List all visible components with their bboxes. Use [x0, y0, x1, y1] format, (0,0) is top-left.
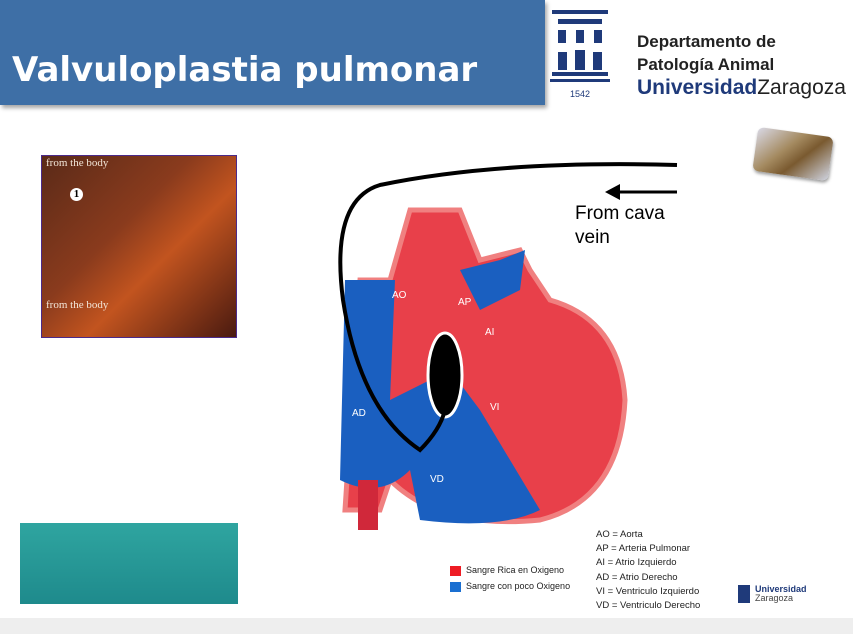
abbr-item: AP = Arteria Pulmonar — [596, 543, 691, 555]
dept-line2: Patología Animal — [637, 55, 775, 74]
heart-diagram: AO AP AI AD VI VD — [338, 162, 678, 530]
balloon — [426, 331, 464, 419]
dog-photo — [752, 126, 834, 182]
legend-label: Sangre Rica en Oxigeno — [466, 565, 565, 575]
pulmonary-artery — [460, 250, 525, 310]
label-ap: AP — [458, 297, 472, 308]
uni-bold: Universidad — [637, 76, 758, 99]
legend-label: Sangre con poco Oxigeno — [466, 581, 571, 591]
abbr-item: VD = Ventriculo Derecho — [596, 600, 701, 612]
blue-swatch — [450, 581, 461, 592]
abbreviation-list: AO = Aorta AP = Arteria Pulmonar AI = At… — [596, 528, 700, 613]
university-name: UniversidadZaragoza — [637, 76, 846, 100]
red-swatch — [450, 565, 461, 576]
marker-1: 1 — [70, 188, 83, 201]
heart-photo: from the body from the body 1 — [41, 155, 237, 338]
cava-line2: vein — [575, 227, 610, 248]
arrow-head-icon — [605, 184, 620, 200]
cava-label: From cava vein — [575, 202, 665, 250]
label-vi: VI — [490, 402, 499, 413]
label-ao: AO — [392, 290, 407, 301]
logo-icon — [738, 585, 750, 603]
university-logo: 1542 — [550, 10, 610, 99]
aorta-descending — [358, 480, 378, 530]
balloon-catheter-photo — [20, 523, 238, 604]
label-ai: AI — [485, 327, 494, 338]
footer-logo-line1: Universidad — [755, 584, 807, 594]
cava-line1: From cava — [575, 203, 665, 224]
footer-band — [0, 618, 853, 634]
title-banner: Valvuloplastia pulmonar — [0, 0, 545, 105]
catheter — [338, 162, 678, 453]
slide-title: Valvuloplastia pulmonar — [12, 50, 478, 90]
label-from-body-top: from the body — [46, 157, 109, 169]
logo-year: 1542 — [570, 89, 590, 99]
department-name: Departamento de Patología Animal — [637, 30, 776, 76]
label-ad: AD — [352, 408, 366, 419]
legend-oxygen-poor: Sangre con poco Oxigeno — [450, 581, 570, 592]
abbr-item: VI = Ventriculo Izquierdo — [596, 585, 700, 597]
abbr-item: AO = Aorta — [596, 529, 643, 540]
abbr-item: AD = Atrio Derecho — [596, 571, 678, 583]
footer-logo-line2: Zaragoza — [755, 593, 794, 603]
dept-line1: Departamento de — [637, 32, 776, 51]
legend-oxygen-rich: Sangre Rica en Oxigeno — [450, 565, 564, 576]
label-vd: VD — [430, 474, 444, 485]
uni-regular: Zaragoza — [757, 76, 846, 99]
abbr-item: AI = Atrio Izquierdo — [596, 557, 677, 569]
label-from-body-bottom: from the body — [46, 299, 109, 311]
